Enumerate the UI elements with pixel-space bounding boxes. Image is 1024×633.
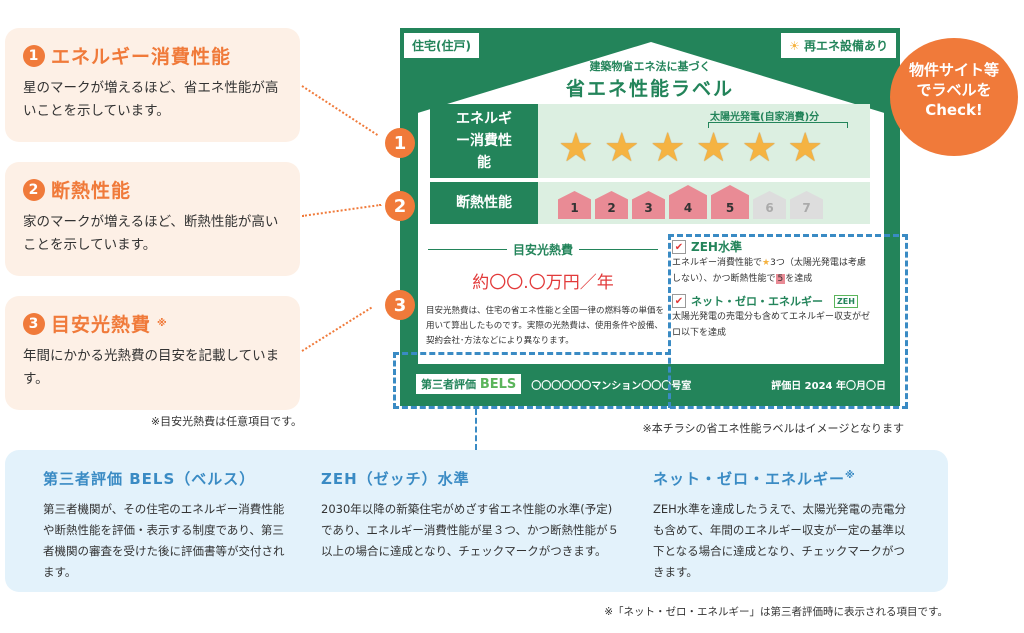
star-icon: ★: [649, 125, 686, 171]
connector: [301, 203, 382, 217]
house-icon: 5: [711, 185, 749, 219]
zeh-section: ✔ ZEH水準 エネルギー消費性能で★3つ（太陽光発電は考慮しない）、かつ断熱性能…: [672, 238, 872, 341]
box-text: 星のマークが増えるほど、省エネ性能が高いことを示しています。: [23, 80, 279, 119]
zeh-highlight: [668, 234, 908, 408]
left-note: ※目安光熱費は任意項目です。: [150, 415, 302, 428]
highlight-line: [393, 352, 671, 355]
solar-star-icon: ★: [741, 125, 778, 171]
property-name: 〇〇〇〇〇〇マンション〇〇〇号室: [531, 380, 692, 392]
connector: [301, 306, 373, 352]
house-icon: 1: [558, 191, 591, 219]
zeh-desc: 3つ（太陽光発電は考慮しない）、かつ断熱性能で: [672, 258, 866, 284]
bels-column: 第三者評価 BELS（ベルス） 第三者機関が、その住宅のエネルギー消費性能や断熱性…: [43, 468, 293, 583]
box-title: エネルギー消費性能: [51, 46, 232, 68]
energy-row: エネルギー消費性能 太陽光発電(自家消費)分 ★★★★★★: [430, 104, 870, 178]
cost-description: 目安光熱費は、住宅の省エネ性能と全国一律の燃料等の単価を用いて算出したものです。…: [426, 306, 665, 346]
nz-title: ネット・ゼロ・エネルギー: [691, 295, 823, 308]
zeh-desc: を達成: [785, 274, 813, 284]
house-icon: 7: [790, 191, 823, 219]
box-title: 断熱性能: [51, 180, 132, 202]
energy-label: 住宅(住戸) ☀ 再エネ設備あり 建築物省エネ法に基づく 省エネ性能ラベル エネ…: [400, 28, 900, 406]
zeh-title: ZEH水準: [691, 240, 742, 254]
house-badge: 5: [775, 274, 786, 284]
renewable-text: 再エネ設備あり: [803, 39, 888, 53]
cost-head: 目安光熱費: [513, 243, 574, 257]
insulation-box: 2 断熱性能 家のマークが増えるほど、断熱性能が高いことを示しています。: [5, 162, 300, 276]
house-icon: 6: [753, 191, 786, 219]
cost-heading: 目安光熱費: [428, 241, 659, 258]
note-mark: ※: [157, 318, 168, 329]
evaluation-date: 評価日 2024 年〇月〇日: [771, 380, 886, 392]
check-icon: ✔: [672, 239, 686, 254]
bels-logo: BELS: [479, 377, 517, 392]
label-note: ※本チラシの省エネ性能ラベルはイメージとなります: [642, 422, 904, 435]
box-title: 目安光熱費: [51, 314, 152, 336]
number-badge: 1: [23, 44, 45, 67]
note-mark: ※: [845, 470, 856, 481]
energy-performance-box: 1 エネルギー消費性能 星のマークが増えるほど、省エネ性能が高いことを示しています…: [5, 28, 300, 142]
label-marker-3: 3: [385, 290, 415, 320]
label-title: 省エネ性能ラベル: [565, 78, 734, 100]
highlight-line: [393, 406, 908, 409]
solar-star-icon: ★: [695, 125, 732, 171]
bels-bar: 第三者評価 BELS 〇〇〇〇〇〇マンション〇〇〇号室 評価日 2024 年〇月…: [416, 374, 886, 394]
check-bubble: 物件サイト等でラベルをCheck!: [890, 38, 1018, 156]
connector: [301, 85, 379, 136]
column-text: ZEH水準を達成したうえで、太陽光発電の売電分も含めて、年間のエネルギー収支が一…: [653, 502, 906, 579]
solar-note: 太陽光発電(自家消費)分: [710, 112, 820, 123]
footnote: ※「ネット・ゼロ・エネルギー」は第三者評価時に表示される項目です。: [604, 606, 948, 618]
star-icon: ★: [603, 125, 640, 171]
sun-icon: ☀: [789, 39, 800, 53]
zeh-logo: ZEH: [834, 294, 858, 308]
check-icon: ✔: [672, 294, 686, 308]
box-text: 家のマークが増えるほど、断熱性能が高いことを示しています。: [23, 214, 279, 253]
column-title: ZEH（ゼッチ）水準: [321, 470, 470, 488]
nz-desc: 太陽光発電の売電分も含めてエネルギー収支がゼロ以下を達成: [672, 312, 871, 338]
highlight-line: [475, 409, 477, 450]
zeh-column: ZEH（ゼッチ）水準 2030年以降の新築住宅がめざす省エネ性能の水準(予定)であ…: [321, 468, 621, 562]
house-icon: 4: [669, 185, 707, 219]
box-text: 年間にかかる光熱費の目安を記載しています。: [23, 348, 280, 387]
column-title: 第三者評価 BELS（ベルス）: [43, 470, 256, 488]
label-marker-1: 1: [385, 128, 415, 158]
explanation-panel: 第三者評価 BELS（ベルス） 第三者機関が、その住宅のエネルギー消費性能や断熱性…: [5, 450, 948, 592]
star-icon: ★: [558, 125, 594, 171]
housing-type-tag: 住宅(住戸): [404, 33, 479, 58]
energy-head: エネルギー消費性能: [430, 104, 538, 178]
cost-value: 約〇〇.〇万円／年: [472, 273, 614, 293]
column-text: 第三者機関が、その住宅のエネルギー消費性能や断熱性能を評価・表示する制度であり、…: [43, 502, 285, 579]
utility-cost-box: 3 目安光熱費 ※ 年間にかかる光熱費の目安を記載しています。: [5, 296, 300, 410]
net-zero-column: ネット・ゼロ・エネルギー※ ZEH水準を達成したうえで、太陽光発電の売電分も含めて…: [653, 468, 915, 583]
renewable-tag: ☀ 再エネ設備あり: [781, 33, 896, 58]
house-icon: 3: [632, 191, 665, 219]
label-subtitle: 建築物省エネ法に基づく: [589, 60, 711, 73]
column-text: 2030年以降の新築住宅がめざす省エネ性能の水準(予定)であり、エネルギー消費性…: [321, 502, 619, 558]
number-badge: 3: [23, 312, 45, 335]
star-icon: ★: [762, 258, 771, 268]
solar-star-icon: ★: [787, 125, 824, 171]
bels-prefix: 第三者評価: [421, 378, 476, 391]
column-title: ネット・ゼロ・エネルギー: [653, 470, 846, 488]
star-rating: ★★★★★★: [558, 128, 823, 168]
highlight-line: [393, 352, 396, 409]
insulation-head: 断熱性能: [430, 182, 538, 224]
label-marker-2: 2: [385, 191, 415, 221]
solar-bracket: [708, 122, 848, 128]
number-badge: 2: [23, 178, 45, 201]
house-icon: 2: [595, 191, 628, 219]
zeh-desc: エネルギー消費性能で: [672, 258, 763, 268]
